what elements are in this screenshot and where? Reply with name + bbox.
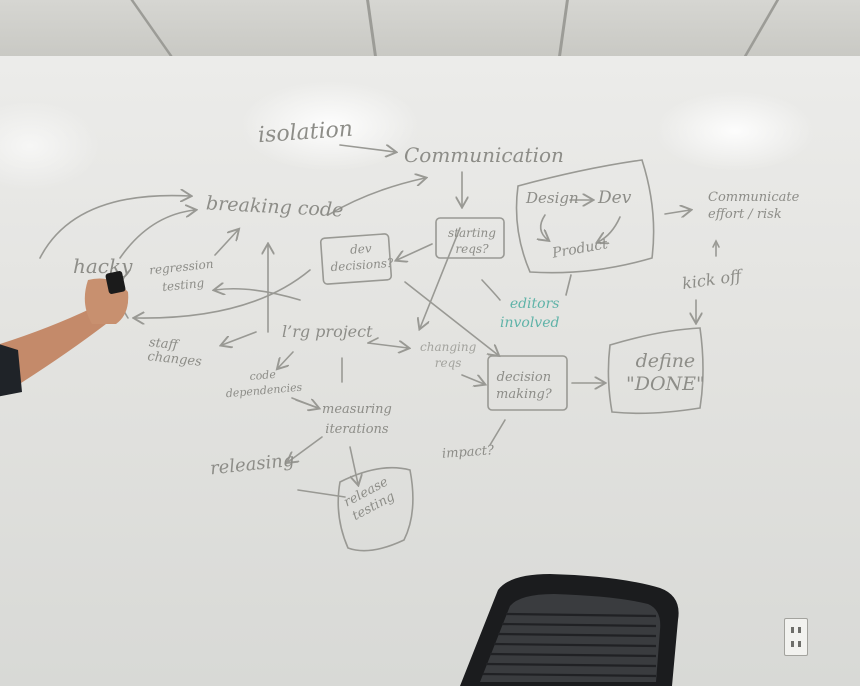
note-dev: Dev — [598, 188, 632, 208]
note-code-dependencies: code dependencies — [225, 367, 303, 401]
starting-reqs-box — [435, 217, 505, 259]
note-communication: Communication — [404, 143, 564, 167]
power-outlet-icon — [784, 618, 808, 656]
release-testing-box — [337, 466, 414, 552]
note-design: Design — [526, 189, 579, 207]
note-release-testing: release testing — [341, 474, 398, 524]
note-starting-reqs: starting reqs? — [448, 226, 496, 256]
note-communicate-effort-risk: Communicate effort / risk — [708, 190, 800, 222]
note-define-done: define "DONE" — [626, 350, 705, 395]
decision-making-box — [487, 355, 568, 411]
whiteboard — [0, 56, 860, 686]
note-dev-decisions: dev decisions? — [330, 241, 394, 274]
note-product: Product — [551, 236, 609, 262]
note-measuring-iterations: measuring iterations — [322, 402, 392, 437]
note-impact: impact? — [441, 443, 495, 462]
note-breaking-code: breaking code — [205, 192, 344, 222]
design-dev-product-cloud — [515, 159, 655, 274]
note-kick-off: kick off — [680, 265, 743, 294]
note-regression-testing: regression testing — [148, 256, 215, 295]
note-releasing: releasing — [209, 449, 296, 480]
note-isolation: isolation — [257, 116, 354, 149]
note-lrg-project: l’rg project — [282, 322, 373, 341]
outlet-slot — [791, 627, 794, 633]
outlet-slot — [791, 641, 794, 647]
dev-decisions-box — [319, 233, 393, 285]
outlet-slot — [798, 641, 801, 647]
define-done-box — [607, 327, 704, 415]
outlet-slot — [798, 627, 801, 633]
note-decision-making: decision making? — [496, 370, 552, 402]
note-editors-involved: editors involved — [500, 296, 560, 331]
note-staff-changes: staff changes — [146, 335, 203, 371]
note-changing-reqs: changing reqs — [420, 340, 477, 370]
office-chair-icon — [460, 574, 679, 686]
